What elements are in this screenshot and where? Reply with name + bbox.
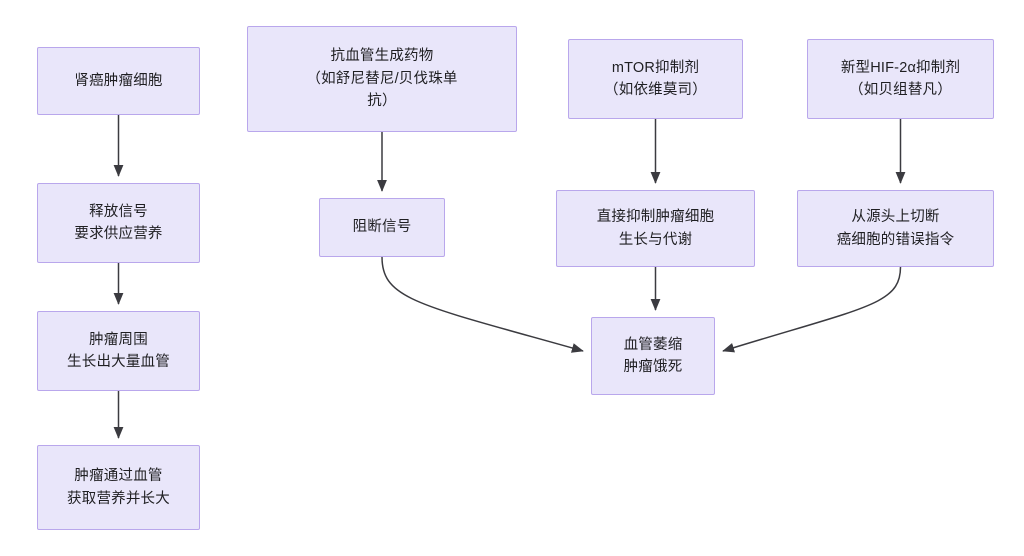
flow-node-n4[interactable]: 肿瘤通过血管 获取营养并长大 (37, 445, 200, 530)
flow-node-n9[interactable]: 新型HIF-2α抑制剂 （如贝组替凡） (807, 39, 994, 119)
flow-node-n7[interactable]: mTOR抑制剂 （如依维莫司） (568, 39, 743, 119)
edge-n6-to-n11 (381, 256, 584, 353)
flow-node-n11[interactable]: 血管萎缩 肿瘤饿死 (591, 317, 715, 395)
edges-group (113, 115, 906, 439)
flow-node-n10[interactable]: 从源头上切断 癌细胞的错误指令 (797, 190, 994, 267)
flow-node-n8[interactable]: 直接抑制肿瘤细胞 生长与代谢 (556, 190, 755, 267)
edge-n10-to-n11 (722, 266, 902, 353)
flow-node-n1[interactable]: 肾癌肿瘤细胞 (37, 47, 200, 115)
flow-node-n3[interactable]: 肿瘤周围 生长出大量血管 (37, 311, 200, 391)
flow-node-n2[interactable]: 释放信号 要求供应营养 (37, 183, 200, 263)
flow-node-n6[interactable]: 阻断信号 (319, 198, 445, 257)
flow-node-n5[interactable]: 抗血管生成药物 （如舒尼替尼/贝伐珠单 抗） (247, 26, 517, 132)
